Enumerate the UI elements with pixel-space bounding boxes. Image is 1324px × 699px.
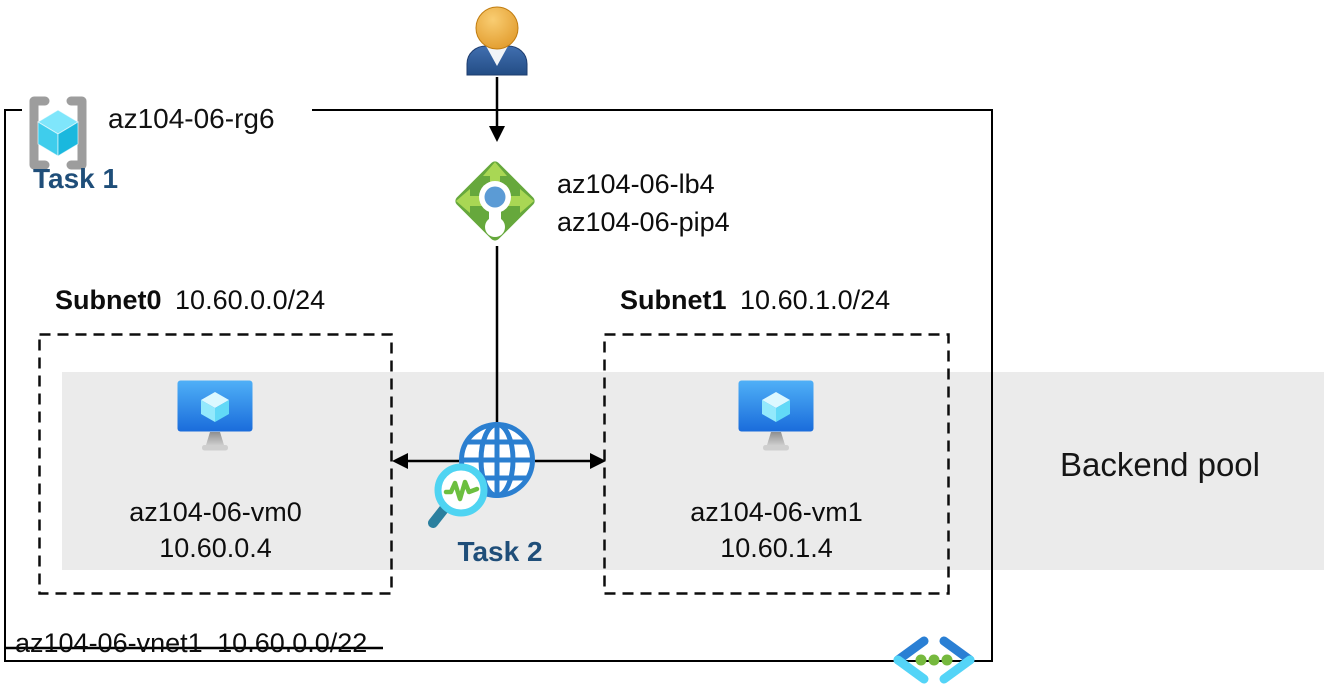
task2-label: Task 2 [457, 536, 543, 567]
subnet1-header: Subnet1 10.60.1.0/24 [620, 284, 890, 317]
resource-group-name: az104-06-rg6 [108, 103, 275, 134]
vm0-ip: 10.60.0.4 [159, 532, 272, 563]
user-to-lb-arrowhead [489, 126, 505, 142]
subnet1-cidr: 10.60.1.0/24 [740, 285, 891, 315]
health-pulse-line [443, 479, 480, 502]
load-balancer-name: az104-06-lb4 [557, 169, 715, 199]
subnet1-name: Subnet1 [620, 285, 727, 315]
virtual-machine-icon [738, 380, 814, 451]
magnifier-handle [428, 504, 449, 528]
subnet1-box [603, 333, 950, 595]
subnet0-header: Subnet0 10.60.0.0/24 [55, 284, 325, 317]
backend-pool-band [62, 372, 1324, 570]
backend-pool-label: Backend pool [1060, 446, 1260, 483]
virtual-network-icon [893, 636, 975, 684]
subnet0-name: Subnet0 [55, 285, 162, 315]
globe-health-probe-icon [428, 422, 535, 528]
vnet-label: az104-06-vnet1 10.60.0.0/22 [15, 627, 367, 660]
left-arrowhead [392, 453, 408, 469]
resource-group-header: az104-06-rg6 [22, 86, 312, 170]
virtual-machine-icon [177, 380, 253, 451]
user-person-icon [466, 6, 528, 76]
resource-group-icon [29, 96, 87, 170]
vm1-labels: az104-06-vm1 10.60.1.4 [603, 496, 950, 565]
vm0-name: az104-06-vm0 [129, 497, 302, 527]
vm1-ip: 10.60.1.4 [720, 532, 833, 563]
public-ip-name: az104-06-pip4 [557, 206, 730, 237]
vnet-cidr: 10.60.0.0/22 [217, 628, 368, 658]
resource-group-box [4, 109, 993, 662]
load-balancer-labels: az104-06-lb4 az104-06-pip4 [557, 168, 730, 239]
load-balancer-icon [455, 161, 535, 241]
vm0-labels: az104-06-vm0 10.60.0.4 [38, 496, 393, 565]
subnet0-cidr: 10.60.0.0/24 [175, 285, 326, 315]
vm1-name: az104-06-vm1 [690, 497, 863, 527]
right-arrowhead [590, 453, 606, 469]
vnet-name: az104-06-vnet1 [15, 628, 203, 658]
task1-label: Task 1 [33, 163, 119, 194]
